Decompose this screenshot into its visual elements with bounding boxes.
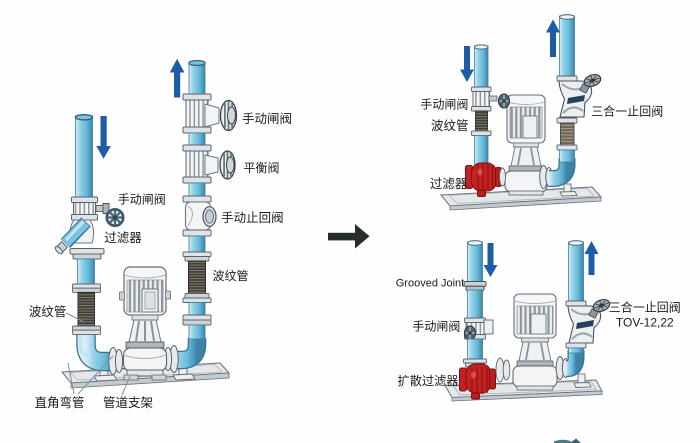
svg-text:三合一止回阀: 三合一止回阀	[591, 104, 663, 119]
svg-text:过滤器: 过滤器	[104, 231, 142, 245]
svg-text:管道支架: 管道支架	[103, 395, 153, 410]
svg-text:手动闸阀: 手动闸阀	[242, 112, 292, 126]
svg-text:三合一止回阀: 三合一止回阀	[609, 300, 681, 315]
svg-text:平衡阀: 平衡阀	[243, 161, 279, 175]
svg-text:TOV-12,22: TOV-12,22	[616, 316, 674, 330]
svg-text:手动闸阀: 手动闸阀	[118, 193, 166, 207]
svg-text:波纹管: 波纹管	[29, 304, 67, 319]
svg-text:Grooved Joint: Grooved Joint	[396, 278, 464, 290]
svg-text:扩散过滤器: 扩散过滤器	[398, 373, 459, 388]
svg-text:手动闸阀: 手动闸阀	[412, 320, 460, 334]
svg-text:过滤器: 过滤器	[430, 177, 468, 191]
svg-text:波纹管: 波纹管	[212, 268, 248, 283]
svg-text:直角弯管: 直角弯管	[34, 395, 84, 410]
svg-text:手动闸阀: 手动闸阀	[420, 98, 468, 112]
svg-text:波纹管: 波纹管	[431, 118, 469, 133]
svg-text:手动止回阀: 手动止回阀	[221, 211, 284, 225]
